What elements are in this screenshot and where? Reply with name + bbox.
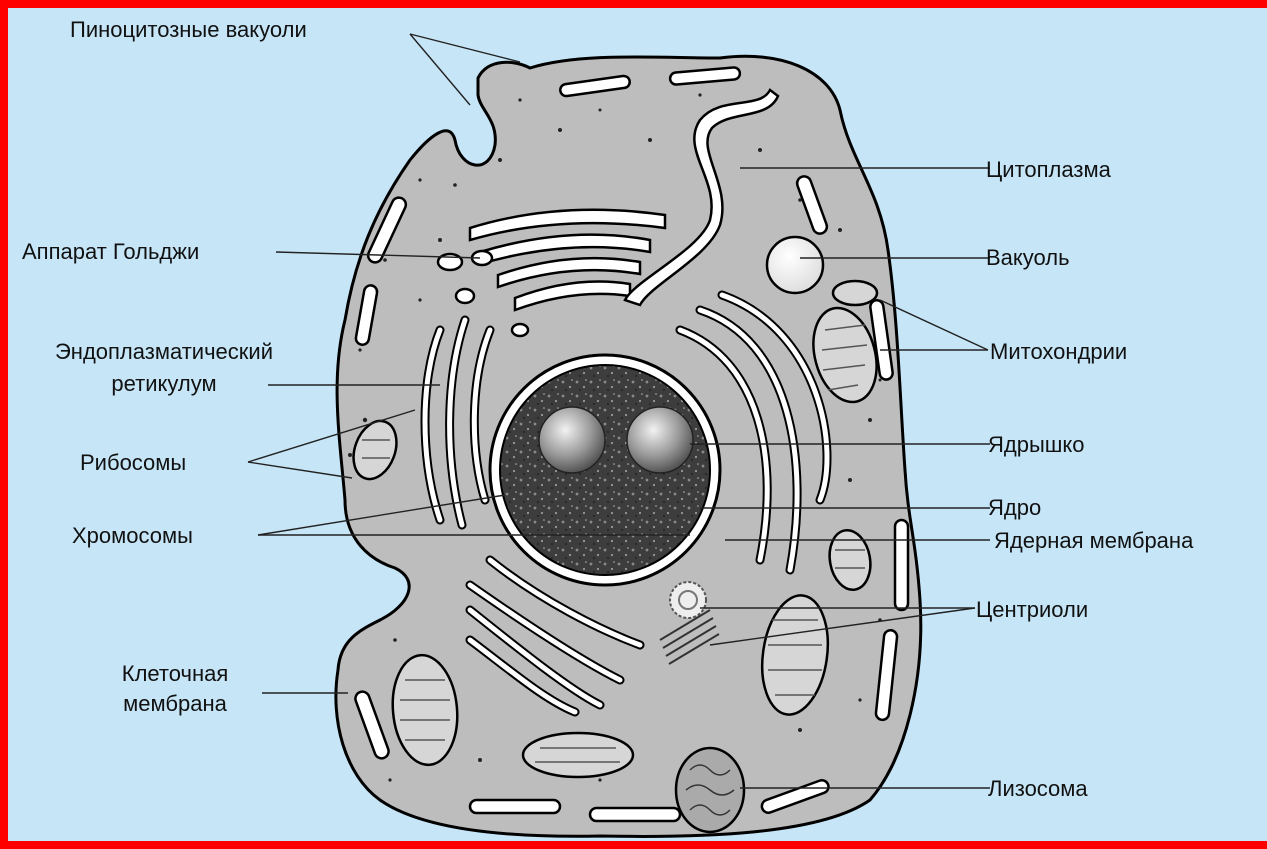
nucleolus-right xyxy=(627,407,693,473)
label-cell-membrane-line2: мембрана xyxy=(90,691,260,717)
label-golgi: Аппарат Гольджи xyxy=(22,239,199,265)
label-nucleus: Ядро xyxy=(988,495,1041,521)
nucleolus-left xyxy=(539,407,605,473)
label-cell-membrane-line1: Клеточная xyxy=(90,661,260,687)
label-er-line1: Эндоплазматический xyxy=(8,339,320,365)
label-mitochondria: Митохондрии xyxy=(990,339,1127,365)
nucleus xyxy=(500,365,710,575)
label-ribosomes: Рибосомы xyxy=(80,450,186,476)
label-cytoplasm: Цитоплазма xyxy=(986,157,1111,183)
label-chromosomes: Хромосомы xyxy=(72,523,193,549)
label-er: Эндоплазматический ретикулум xyxy=(8,339,320,397)
label-lysosome: Лизосома xyxy=(988,776,1088,802)
label-nucleolus: Ядрышко xyxy=(988,432,1085,458)
label-cell-membrane: Клеточная мембрана xyxy=(90,661,260,717)
label-centrioles: Центриоли xyxy=(976,597,1088,623)
label-pinocytic-vacuoles: Пиноцитозные вакуоли xyxy=(70,17,307,43)
label-nuclear-membrane: Ядерная мембрана xyxy=(994,528,1193,554)
label-vacuole: Вакуоль xyxy=(986,245,1070,271)
vacuole xyxy=(767,237,823,293)
label-er-line2: ретикулум xyxy=(8,371,320,397)
